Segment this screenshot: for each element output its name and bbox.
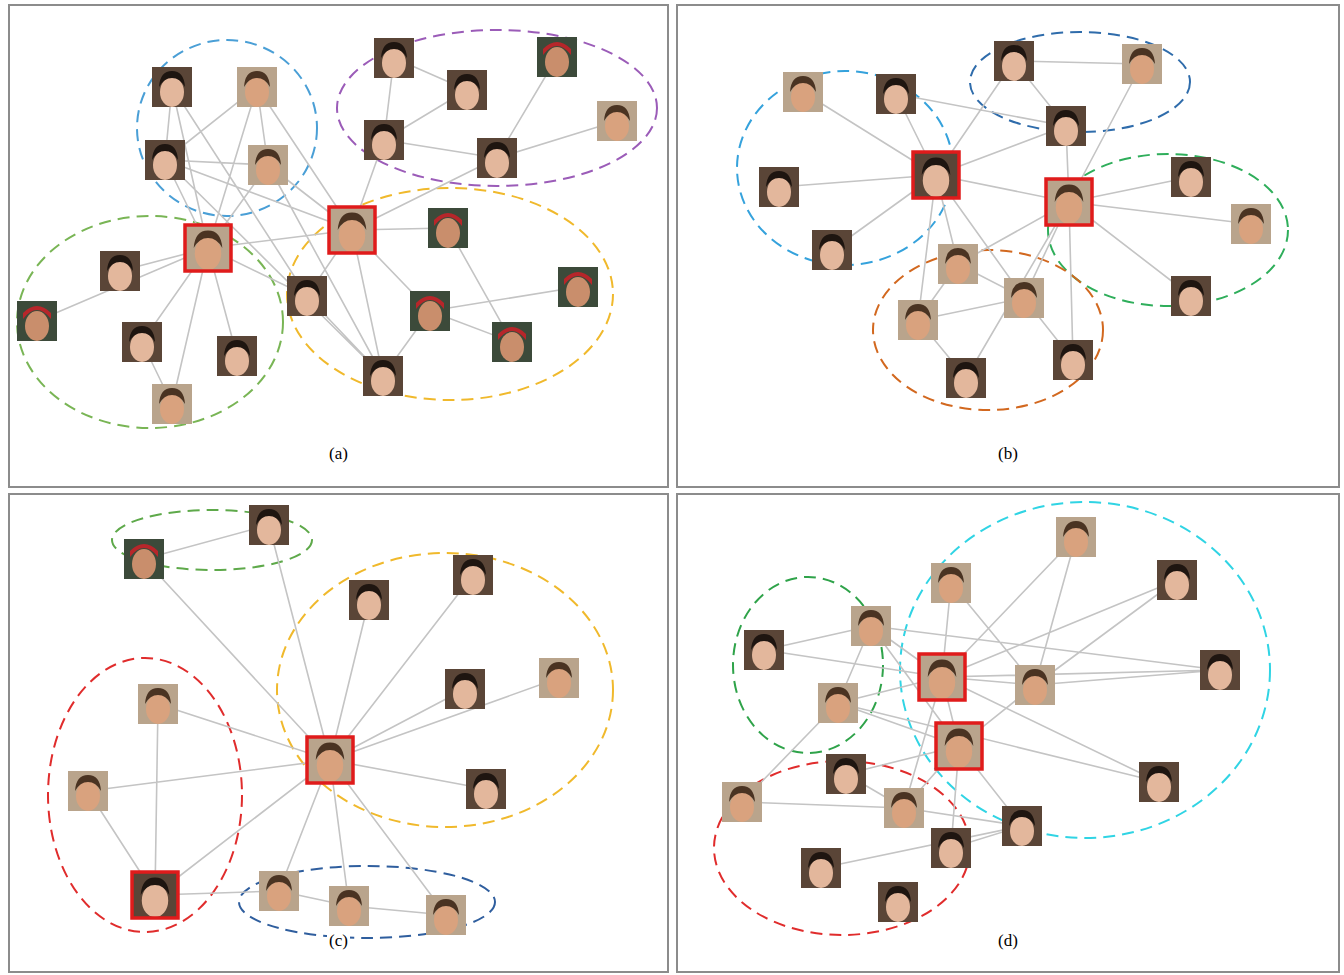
central-highlight <box>132 152 1092 918</box>
figure-panel: (a) <box>8 4 669 488</box>
figure-panel: (c) <box>8 493 669 973</box>
panel-label: (c) <box>327 931 350 951</box>
figure-panel: (b) <box>676 4 1340 488</box>
network-links <box>37 57 1251 915</box>
panel-label: (a) <box>327 444 350 464</box>
panel-label: (d) <box>996 931 1020 951</box>
dashed-groups <box>17 30 1288 938</box>
panel-label: (b) <box>996 444 1020 464</box>
figure-panel: (d) <box>676 493 1340 973</box>
face-thumbnails <box>17 37 1271 935</box>
